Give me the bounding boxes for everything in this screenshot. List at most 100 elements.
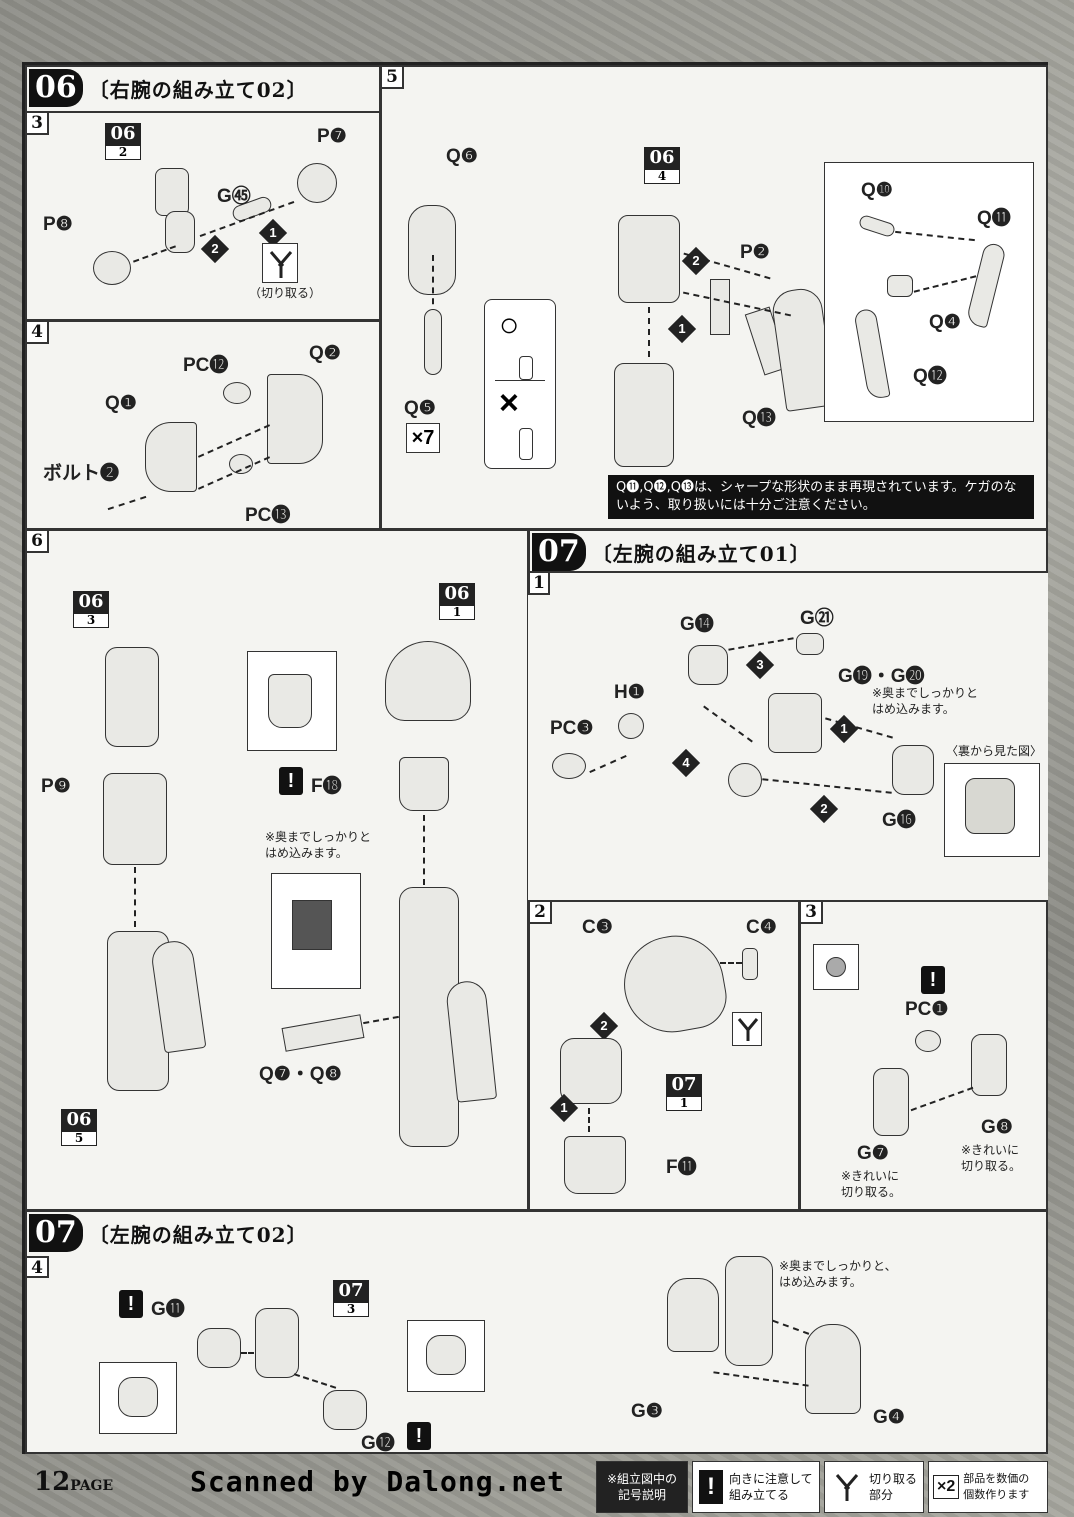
assembly-line [728,637,794,651]
step-marker-2: 2 [681,246,711,276]
p7-part [297,163,337,203]
nipper-icon [835,1474,859,1501]
label-q4: Q❹ [929,312,961,333]
ref-bottom: 1 [439,605,475,620]
assembly-line [432,255,434,315]
ref-badge-07-1: 07 1 [666,1074,702,1111]
divider [495,380,545,381]
label-c3: C❸ [582,917,613,938]
arm-elbow-part [165,211,195,253]
label-pc3: PC❸ [550,718,594,739]
legend-cut-text: 切り取る 部分 [869,1472,918,1502]
section-title: 〔左腕の組み立て02〕 [88,1222,308,1247]
assembly-line [720,962,742,964]
g16-part [892,745,934,795]
label-q1: Q❶ [105,393,137,414]
assembly-line [588,1108,590,1132]
step-marker-1: 1 [667,314,697,344]
warning-icon: ! [921,966,945,994]
ref-badge-06-5: 06 5 [61,1109,97,1146]
ng-mark: × [499,384,519,422]
step-number: 5 [382,67,404,89]
g12-detail-box [407,1320,485,1392]
assembly-line [134,867,136,927]
insert-detail-part [292,900,332,950]
ok-ng-callout: ○ × [484,299,556,469]
assembly-line [589,754,627,774]
step-06-4: 4 PC⓬ Q❷ Q❶ ボルト❷ PC⓭ [25,320,381,530]
q5-bundle-part [614,363,674,467]
joint-ball-part [728,763,762,797]
label-f11: F⓫ [666,1157,697,1178]
ref-bottom: 1 [666,1096,702,1111]
warning-icon: ! [699,1470,723,1504]
count-icon: ×2 [933,1475,960,1499]
label-q5: Q❺ [404,398,436,419]
q10-pin-part [857,213,897,239]
section-number: 07 [532,533,586,571]
nipper-icon [269,251,293,278]
step-5-panel: 5 Q❻ Q❺ ×7 ○ × 06 4 2 1 P❷ Q⓭ Q❿ [380,65,1048,530]
step-07-1-panel: 07 〔左腕の組み立て01〕 1 G⓮ G㉑ G⓳・G⓴ ※奥までしっかりと は… [528,529,1048,903]
g11-detail-part [118,1377,158,1417]
step-number: 6 [27,531,49,553]
insert-detail-box [271,873,361,989]
assembly-line [713,1371,809,1387]
shoulder-dome-part [385,641,471,721]
assembly-line [703,705,753,743]
assembly-line [648,307,650,357]
label-pc12: PC⓬ [183,355,229,376]
q4-part [887,275,913,297]
label-c4: C❹ [746,917,777,938]
pc12-part [223,382,251,404]
ref-top: 06 [439,583,475,605]
ref-bottom: 4 [644,169,680,184]
step-marker-1: 1 [829,714,859,744]
ref-badge-06-2: 06 2 [105,123,141,160]
p2-part [710,279,730,335]
f18-detail-box [247,651,337,751]
label-q2: Q❷ [309,343,341,364]
ng-shaft-icon [519,428,533,460]
shoulder-joint-part [560,1038,622,1104]
back-view-caption: 〈裏から見た図〉 [946,744,1043,758]
legend-title: ※組立図中の 記号説明 [596,1461,688,1513]
assembly-line [133,245,176,263]
upper-arm-part [255,1308,299,1378]
label-f18: F⓲ [311,776,342,797]
warning-icon: ! [119,1290,143,1318]
label-h1: H❶ [614,682,645,703]
label-g12: G⓬ [361,1433,395,1454]
step-6-panel: 6 06 3 P❾ 06 5 06 1 ! F⓲ ※奥までしっかりと はめ込みま… [25,529,529,1211]
section-number: 07 [29,1214,83,1252]
label-g7: G❼ [857,1143,889,1164]
g21-part [796,633,824,655]
instruction-sheet: 06 〔右腕の組み立て02〕 3 06 2 1 2 G㊺ P❼ P❽ （切り取る… [22,62,1048,1454]
assembly-line [241,1352,261,1354]
label-g45: G㊺ [217,186,251,207]
label-g11: G⓫ [151,1299,185,1320]
insert-note: ※奥までしっかりと、 はめ込みます。 [779,1259,897,1289]
label-cut: （切り取る） [249,286,322,300]
scan-credit: Scanned by Dalong.net [190,1465,566,1498]
label-g3: G❸ [631,1401,663,1422]
f18-detail-part [268,674,312,728]
footer: 12PAGE Scanned by Dalong.net ※組立図中の 記号説明… [22,1457,1048,1517]
warning-icon: ! [279,767,303,795]
section-header-06: 06 〔右腕の組み立て02〕 [29,69,308,107]
q7-q8-bar-part [281,1014,365,1052]
step-07-2: 2 C❸ C❹ 2 07 1 1 F⓫ [528,900,800,1211]
ref-bottom: 3 [73,613,109,628]
label-g14: G⓮ [680,614,714,635]
label-pc1: PC❶ [905,999,949,1020]
ref-badge-06-3: 06 3 [73,591,109,628]
g14-part [688,645,728,685]
label-g21: G㉑ [800,608,834,629]
page-number-value: 12 [34,1467,71,1497]
label-p9: P❾ [41,776,71,797]
section-title: 〔左腕の組み立て01〕 [591,541,811,566]
legend-count-text: 部品を数価の 個数作ります [963,1472,1030,1501]
back-view-box [944,763,1040,857]
step-marker-3: 3 [745,650,775,680]
elbow-subassembly [105,647,159,747]
